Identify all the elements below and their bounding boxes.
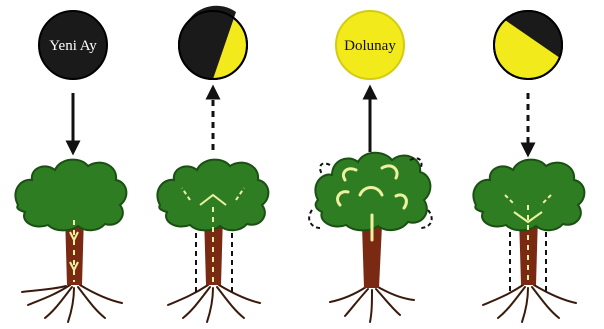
moon-label-full-moon: Dolunay — [344, 38, 396, 54]
new-moon-icon: Yeni Ay — [39, 11, 107, 79]
moon-label-new-moon: Yeni Ay — [49, 38, 97, 54]
panel-waning-half-moon — [473, 11, 584, 322]
full-moon-icon: Dolunay — [336, 11, 404, 79]
panel-waxing-half-moon — [157, 6, 268, 322]
panel-new-moon: Yeni Ay — [15, 11, 126, 322]
tree-icon — [157, 160, 268, 322]
tree-icon — [473, 160, 584, 322]
panel-full-moon: Dolunay — [309, 11, 432, 322]
half-moon-icon — [178, 6, 247, 79]
half-moon-icon — [494, 11, 563, 79]
tree-icon — [309, 153, 432, 322]
tree-icon — [15, 160, 126, 322]
